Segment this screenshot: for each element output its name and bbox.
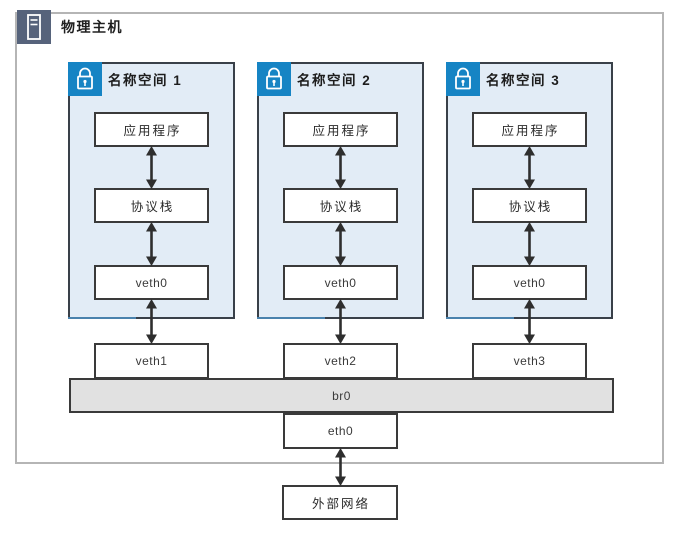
namespace-box-1: 名称空间 1 应用程序 协议栈 veth0 <box>68 62 235 319</box>
lock-icon <box>257 62 291 96</box>
namespace-title: 名称空间 1 <box>108 73 183 88</box>
namespace-box-2: 名称空间 2 应用程序 协议栈 veth0 <box>257 62 424 319</box>
lock-icon <box>446 62 480 96</box>
veth2-node: veth2 <box>283 343 398 379</box>
veth1-node: veth1 <box>94 343 209 379</box>
eth0-node: eth0 <box>283 413 398 449</box>
veth0-node: veth0 <box>472 265 587 300</box>
application-node: 应用程序 <box>94 112 209 147</box>
namespace-title: 名称空间 2 <box>297 73 372 88</box>
protocol-stack-node: 协议栈 <box>94 188 209 223</box>
veth3-node: veth3 <box>472 343 587 379</box>
namespace-box-3: 名称空间 3 应用程序 协议栈 veth0 <box>446 62 613 319</box>
host-title: 物理主机 <box>61 19 123 35</box>
external-network-node: 外部网络 <box>282 485 398 520</box>
lock-icon <box>68 62 102 96</box>
namespace-accent-line <box>68 317 136 319</box>
application-node: 应用程序 <box>283 112 398 147</box>
application-node: 应用程序 <box>472 112 587 147</box>
veth0-node: veth0 <box>94 265 209 300</box>
namespace-accent-line <box>257 317 325 319</box>
bridge-br0-node: br0 <box>69 378 614 413</box>
protocol-stack-node: 协议栈 <box>472 188 587 223</box>
namespace-accent-line <box>446 317 514 319</box>
namespace-title: 名称空间 3 <box>486 73 561 88</box>
server-tower-icon <box>17 10 51 44</box>
veth0-node: veth0 <box>283 265 398 300</box>
protocol-stack-node: 协议栈 <box>283 188 398 223</box>
